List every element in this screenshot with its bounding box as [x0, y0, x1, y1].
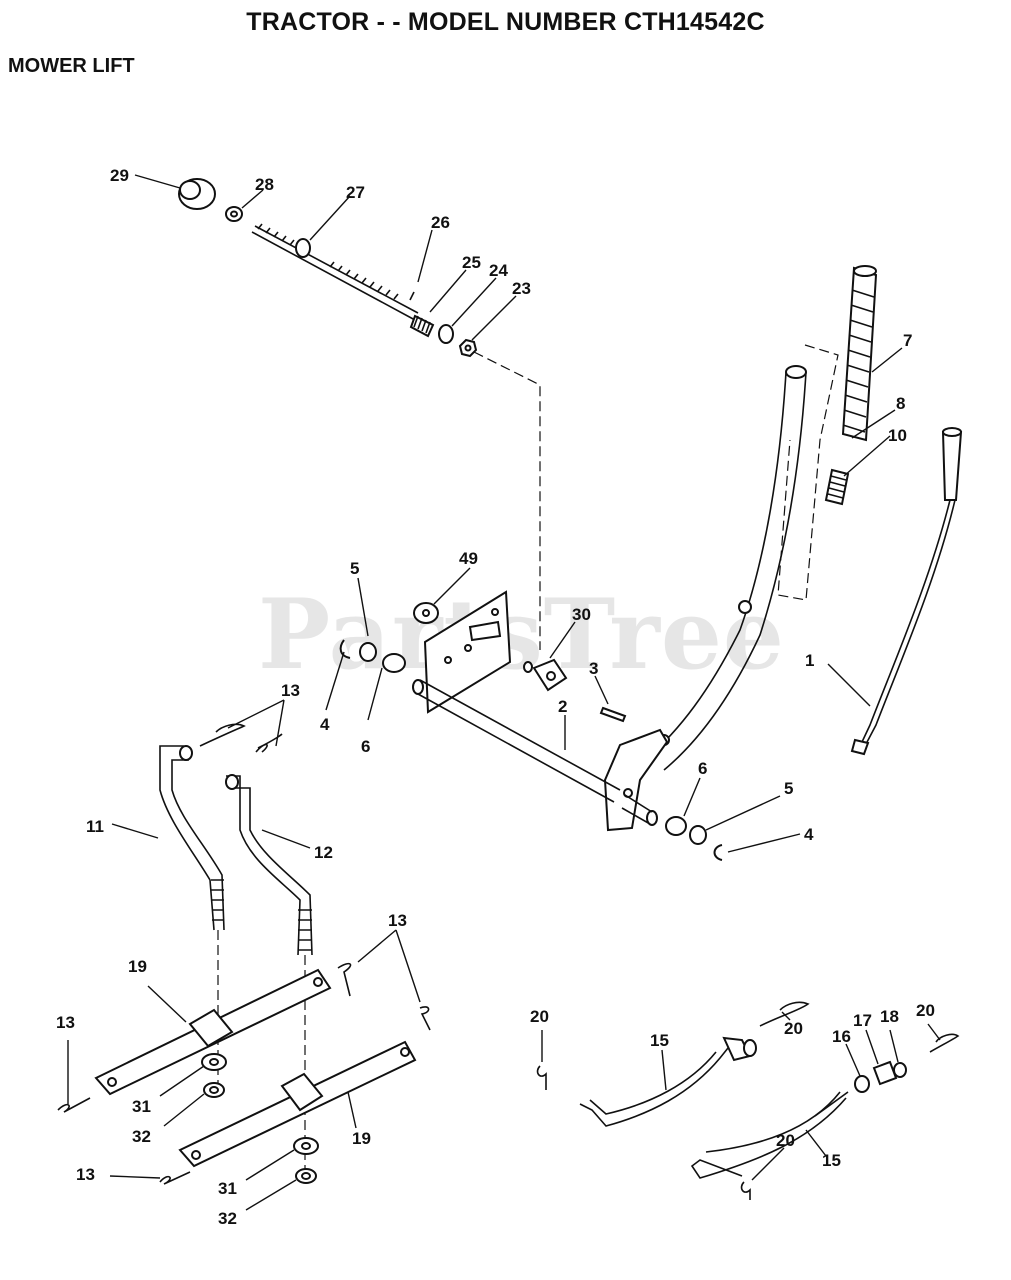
grip-7	[841, 265, 878, 442]
callout-12: 12	[314, 843, 333, 862]
handle-outline	[777, 344, 839, 601]
pin-26	[409, 291, 415, 301]
callout-5-right: 5	[784, 779, 793, 798]
callout-30: 30	[572, 605, 591, 624]
right-bearing-hardware	[665, 816, 723, 861]
callout-10: 10	[888, 426, 907, 445]
callout-5-left: 5	[350, 559, 359, 578]
rod-27	[251, 223, 419, 321]
washer-24	[438, 324, 454, 344]
callout-4-right: 4	[804, 825, 814, 844]
callout-20-middle: 20	[784, 1019, 803, 1038]
callout-32-upper: 32	[132, 1127, 151, 1146]
callout-29: 29	[110, 166, 129, 185]
leader-lines	[67, 174, 941, 1211]
washers-31-32-lower	[293, 1137, 319, 1184]
callout-20-right: 20	[916, 1001, 935, 1020]
rod-1	[850, 427, 963, 756]
callout-3: 3	[589, 659, 598, 678]
hairpin-clips-20	[536, 1001, 960, 1200]
hairpin-clips-13-lower	[57, 962, 431, 1185]
callout-2: 2	[558, 697, 567, 716]
assembly-line-rod	[473, 351, 541, 650]
watermark: PartsTree	[258, 578, 785, 691]
callout-1: 1	[805, 651, 814, 670]
callout-4-left: 4	[320, 715, 330, 734]
bracket-49	[413, 590, 512, 714]
lift-link-12	[225, 774, 313, 956]
hairpin-clips-13-top	[199, 723, 283, 753]
callout-7: 7	[903, 331, 912, 350]
callout-31-lower: 31	[218, 1179, 237, 1198]
callout-20-lower: 20	[776, 1131, 795, 1150]
section-title: MOWER LIFT	[8, 55, 135, 77]
callout-27: 27	[346, 183, 365, 202]
callout-11: 11	[86, 817, 104, 836]
callout-8: 8	[896, 394, 905, 413]
callout-13-top: 13	[281, 681, 300, 700]
callout-24: 24	[489, 261, 508, 280]
callout-16: 16	[832, 1027, 851, 1046]
callout-19-lower: 19	[352, 1129, 371, 1148]
callout-15-upper: 15	[650, 1031, 669, 1050]
callout-labels: 29 28 27 26 25 24 23 7 8 10 1 5 49 30 3 …	[56, 166, 935, 1228]
lift-rod-15-upper	[579, 1036, 757, 1127]
callout-13-right: 13	[388, 911, 407, 930]
knob-29	[178, 178, 216, 210]
callout-31-upper: 31	[132, 1097, 151, 1116]
callout-26: 26	[431, 213, 450, 232]
callout-6-right: 6	[698, 759, 707, 778]
callout-32-lower: 32	[218, 1209, 237, 1228]
callout-13-bottom: 13	[76, 1165, 95, 1184]
callout-15-lower: 15	[822, 1151, 841, 1170]
lift-link-11	[159, 745, 225, 931]
washers-31-32-upper	[201, 1053, 227, 1098]
callout-13-left: 13	[56, 1013, 75, 1032]
lift-lever	[603, 365, 807, 832]
lift-arm-19-upper	[94, 968, 332, 1096]
spring-25	[409, 314, 435, 338]
nut-23	[458, 338, 478, 358]
callout-25: 25	[462, 253, 481, 272]
callout-20-left: 20	[530, 1007, 549, 1026]
lift-arm-19-lower	[178, 1040, 417, 1168]
callout-6-left: 6	[361, 737, 370, 756]
callout-23: 23	[512, 279, 531, 298]
callout-28: 28	[255, 175, 274, 194]
clevis-30	[523, 658, 568, 692]
callout-19-upper: 19	[128, 957, 147, 976]
diagram-title: TRACTOR - - MODEL NUMBER CTH14542C	[246, 8, 765, 36]
callout-17: 17	[853, 1011, 872, 1030]
spring-10	[824, 468, 850, 506]
pin-3	[599, 706, 627, 723]
callout-18: 18	[880, 1007, 899, 1026]
callout-49: 49	[459, 549, 478, 568]
shaft-2	[412, 679, 658, 826]
lift-rod-15-lower	[690, 1091, 849, 1179]
hardware-16-17-18	[854, 1060, 907, 1093]
left-bearing-hardware	[339, 639, 406, 673]
washer-28	[225, 206, 243, 222]
